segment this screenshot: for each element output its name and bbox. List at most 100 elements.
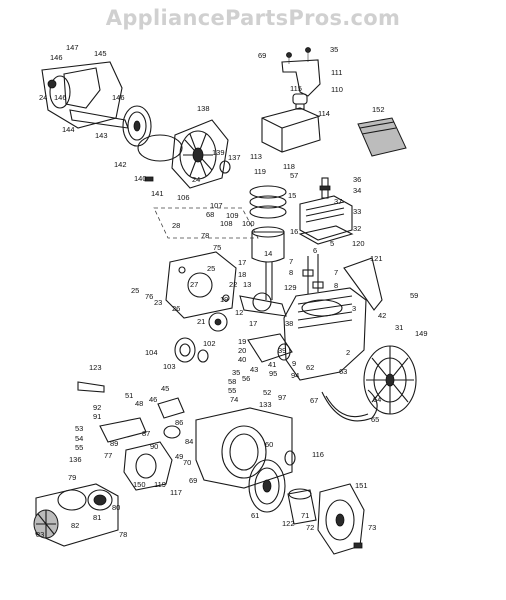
callout-69: 69 — [189, 476, 197, 485]
linkage-parts[interactable] — [99, 397, 185, 443]
starter-shaft[interactable] — [69, 109, 129, 129]
owner-manual-152[interactable] — [357, 117, 407, 157]
callout-79: 79 — [68, 473, 76, 482]
callout-94: 94 — [291, 371, 299, 380]
bracket-120[interactable] — [343, 257, 383, 311]
callout-129: 129 — [284, 283, 297, 292]
callout-119: 119 — [154, 480, 166, 489]
callout-55: 55 — [228, 386, 236, 395]
callout-137: 137 — [228, 153, 241, 162]
callout-113: 113 — [250, 152, 262, 161]
piston-14[interactable] — [251, 226, 285, 263]
screw-73[interactable] — [353, 542, 363, 549]
seal-137[interactable] — [219, 160, 231, 174]
callout-46: 46 — [149, 395, 157, 404]
crankshaft-129[interactable] — [239, 292, 287, 317]
callout-81: 81 — [93, 513, 101, 522]
air-filter-element-83[interactable] — [33, 509, 59, 539]
callout-61: 61 — [251, 511, 259, 520]
gasket-ring-142[interactable] — [137, 134, 183, 162]
callout-76: 76 — [145, 292, 153, 301]
blower-housing-138[interactable] — [171, 119, 229, 189]
callout-18: 18 — [238, 270, 246, 279]
callout-89: 89 — [110, 439, 118, 448]
oil-seal-102[interactable] — [174, 337, 209, 363]
cylinder-block[interactable] — [283, 287, 367, 381]
callout-150: 150 — [133, 480, 146, 489]
crankcase-cover-26[interactable] — [165, 251, 237, 319]
callout-119: 119 — [254, 167, 266, 176]
carburetor-150[interactable] — [123, 441, 173, 491]
callout-70: 70 — [183, 458, 191, 467]
piston-rings-15[interactable] — [249, 185, 287, 219]
callout-34: 34 — [353, 186, 361, 195]
callout-68: 68 — [206, 210, 214, 219]
callout-3: 3 — [352, 304, 356, 313]
callout-144: 144 — [62, 125, 75, 134]
callout-8: 8 — [289, 268, 293, 277]
callout-23: 23 — [154, 298, 162, 307]
callout-9: 9 — [292, 359, 296, 368]
callout-26: 26 — [172, 304, 180, 313]
screw-140[interactable] — [144, 176, 154, 182]
fuel-cap-115[interactable] — [292, 93, 308, 110]
callout-152: 152 — [372, 105, 385, 114]
callout-45: 45 — [161, 384, 169, 393]
callout-97: 97 — [278, 393, 286, 402]
callout-56: 56 — [242, 374, 250, 383]
callout-120: 120 — [352, 239, 365, 248]
callout-78: 78 — [119, 530, 127, 539]
callout-19: 19 — [220, 295, 228, 304]
callout-111: 111 — [331, 68, 342, 77]
head-gasket-32[interactable] — [298, 225, 354, 245]
callout-141: 141 — [151, 189, 164, 198]
callout-146: 146 — [54, 93, 67, 102]
callout-48: 48 — [135, 399, 143, 408]
starter-pulley[interactable] — [122, 105, 152, 147]
callout-25: 25 — [207, 264, 215, 273]
callout-32: 32 — [353, 224, 361, 233]
callout-100: 100 — [242, 219, 255, 228]
gear-21[interactable] — [208, 312, 228, 332]
callout-42: 42 — [378, 311, 386, 320]
callout-7: 7 — [334, 268, 338, 277]
callout-2: 2 — [346, 348, 350, 357]
valves[interactable] — [302, 254, 324, 294]
callout-43: 43 — [250, 365, 258, 374]
governor-parts[interactable] — [247, 333, 293, 363]
rope-pulley-61[interactable] — [248, 459, 286, 513]
callout-110: 110 — [331, 85, 343, 94]
callout-60: 60 — [265, 440, 273, 449]
callout-52: 52 — [263, 388, 271, 397]
callout-64: 64 — [373, 395, 381, 404]
callout-63: 63 — [339, 367, 347, 376]
callout-103: 103 — [163, 362, 176, 371]
callout-104: 104 — [145, 348, 158, 357]
callout-87: 87 — [142, 429, 150, 438]
callout-12: 12 — [235, 308, 243, 317]
callout-77: 77 — [104, 451, 112, 460]
primer-123[interactable] — [77, 381, 105, 393]
spark-plug-36[interactable] — [319, 177, 331, 199]
cylinder-head-33[interactable] — [299, 195, 353, 241]
callout-49: 49 — [175, 452, 183, 461]
callout-54: 54 — [75, 434, 83, 443]
callout-86: 86 — [175, 418, 183, 427]
starter-cup-122[interactable] — [287, 488, 317, 525]
cup-116[interactable] — [284, 450, 296, 466]
callout-106: 106 — [177, 193, 190, 202]
brake-band-64[interactable] — [321, 389, 378, 422]
fuel-tank-114[interactable] — [261, 107, 321, 153]
callout-84: 84 — [185, 437, 193, 446]
flywheel-149[interactable] — [363, 345, 417, 415]
callout-151: 151 — [355, 481, 368, 490]
callout-33: 33 — [353, 207, 361, 216]
callout-118: 118 — [283, 162, 295, 171]
callout-80: 80 — [112, 503, 120, 512]
callout-115: 115 — [290, 84, 302, 93]
air-filter-assembly-78[interactable] — [35, 483, 119, 547]
callout-40: 40 — [238, 355, 246, 364]
callout-122: 122 — [282, 519, 295, 528]
callout-90: 90 — [150, 442, 158, 451]
